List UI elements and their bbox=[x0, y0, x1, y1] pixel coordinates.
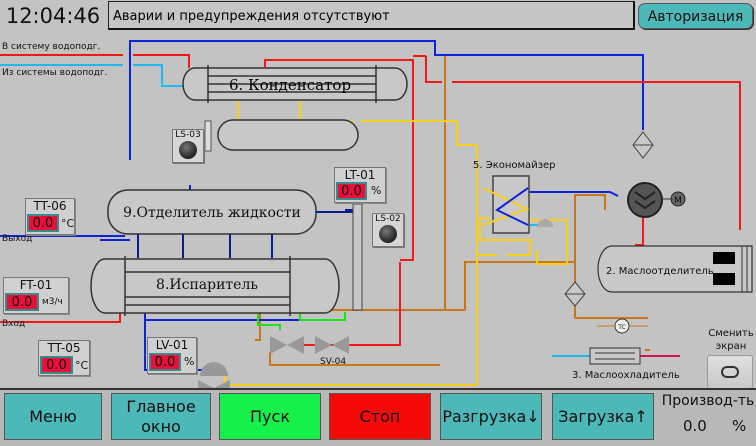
ls02-lamp-icon bbox=[379, 225, 397, 243]
lv01-valve bbox=[198, 362, 230, 388]
sv04-label: SV-04 bbox=[320, 357, 346, 367]
receiver bbox=[217, 119, 359, 151]
clock: 12:04:46 bbox=[5, 4, 101, 28]
capacity-label: Производ-ть bbox=[661, 393, 755, 409]
condenser bbox=[182, 65, 408, 103]
level-gauge-column bbox=[352, 203, 363, 311]
ls03-lamp-icon bbox=[179, 141, 197, 159]
evaporator-label: 8.Испаритель bbox=[156, 277, 258, 293]
lt01-value: 0.0 bbox=[336, 182, 367, 200]
start-button[interactable]: Пуск bbox=[219, 393, 321, 440]
svg-text:TC: TC bbox=[617, 324, 626, 331]
outlet-label: Выход bbox=[2, 234, 32, 244]
tt05-tag[interactable]: TT-05 0.0 °C bbox=[38, 340, 90, 376]
unload-button[interactable]: Разгрузка↓ bbox=[440, 393, 542, 440]
cycle-icon bbox=[721, 366, 739, 378]
oil-cooler bbox=[589, 347, 641, 365]
stop-button[interactable]: Стоп bbox=[329, 393, 431, 440]
economizer bbox=[492, 175, 530, 234]
menu-button[interactable]: Меню bbox=[4, 393, 102, 440]
capacity-value: 0.0 bbox=[683, 417, 707, 435]
economizer-label: 5. Экономайзер bbox=[473, 160, 556, 171]
process-scheme: 6. Конденсатор 9.Отделитель жидкости 8.И… bbox=[0, 40, 753, 388]
ls03-indicator: LS-03 bbox=[172, 129, 204, 163]
lv01-value: 0.0 bbox=[149, 353, 181, 371]
expansion-valve bbox=[270, 336, 304, 354]
tt06-value: 0.0 bbox=[27, 214, 59, 232]
ft01-value: 0.0 bbox=[5, 293, 39, 311]
sv04-valve bbox=[315, 336, 349, 354]
water-from-system-label: Из системы водоподг. bbox=[2, 68, 107, 78]
tt06-tag[interactable]: TT-06 0.0 °C bbox=[25, 198, 75, 235]
oil-separator-label: 2. Маслоотделитель bbox=[606, 266, 714, 277]
authorization-button[interactable]: Авторизация bbox=[638, 3, 753, 29]
water-to-system-label: В систему водоподг. bbox=[2, 42, 100, 52]
capacity-unit: % bbox=[732, 417, 747, 435]
ls02-indicator: LS-02 bbox=[372, 213, 404, 247]
alarm-status-bar: Аварии и предупреждения отсутствуют bbox=[108, 1, 635, 30]
inlet-label: Вход bbox=[2, 319, 25, 329]
evaporator bbox=[90, 256, 340, 316]
tt05-value: 0.0 bbox=[40, 356, 73, 374]
lt01-tag[interactable]: LT-01 0.0 % bbox=[334, 167, 386, 203]
load-button[interactable]: Загрузка↑ bbox=[552, 393, 654, 440]
pipe-suction bbox=[129, 40, 644, 160]
lv01-tag[interactable]: LV-01 0.0 % bbox=[147, 337, 197, 374]
svg-text:M: M bbox=[674, 196, 682, 206]
motor-icon bbox=[670, 191, 686, 207]
ft01-tag[interactable]: FT-01 0.0 м3/ч bbox=[3, 277, 69, 314]
economizer-valve bbox=[537, 219, 553, 227]
switch-screen-button[interactable] bbox=[707, 355, 753, 389]
oil-cooler-label: 3. Маслоохладитель bbox=[572, 370, 680, 381]
condenser-label: 6. Конденсатор bbox=[229, 76, 351, 94]
liquid-separator-label: 9.Отделитель жидкости bbox=[123, 205, 301, 221]
